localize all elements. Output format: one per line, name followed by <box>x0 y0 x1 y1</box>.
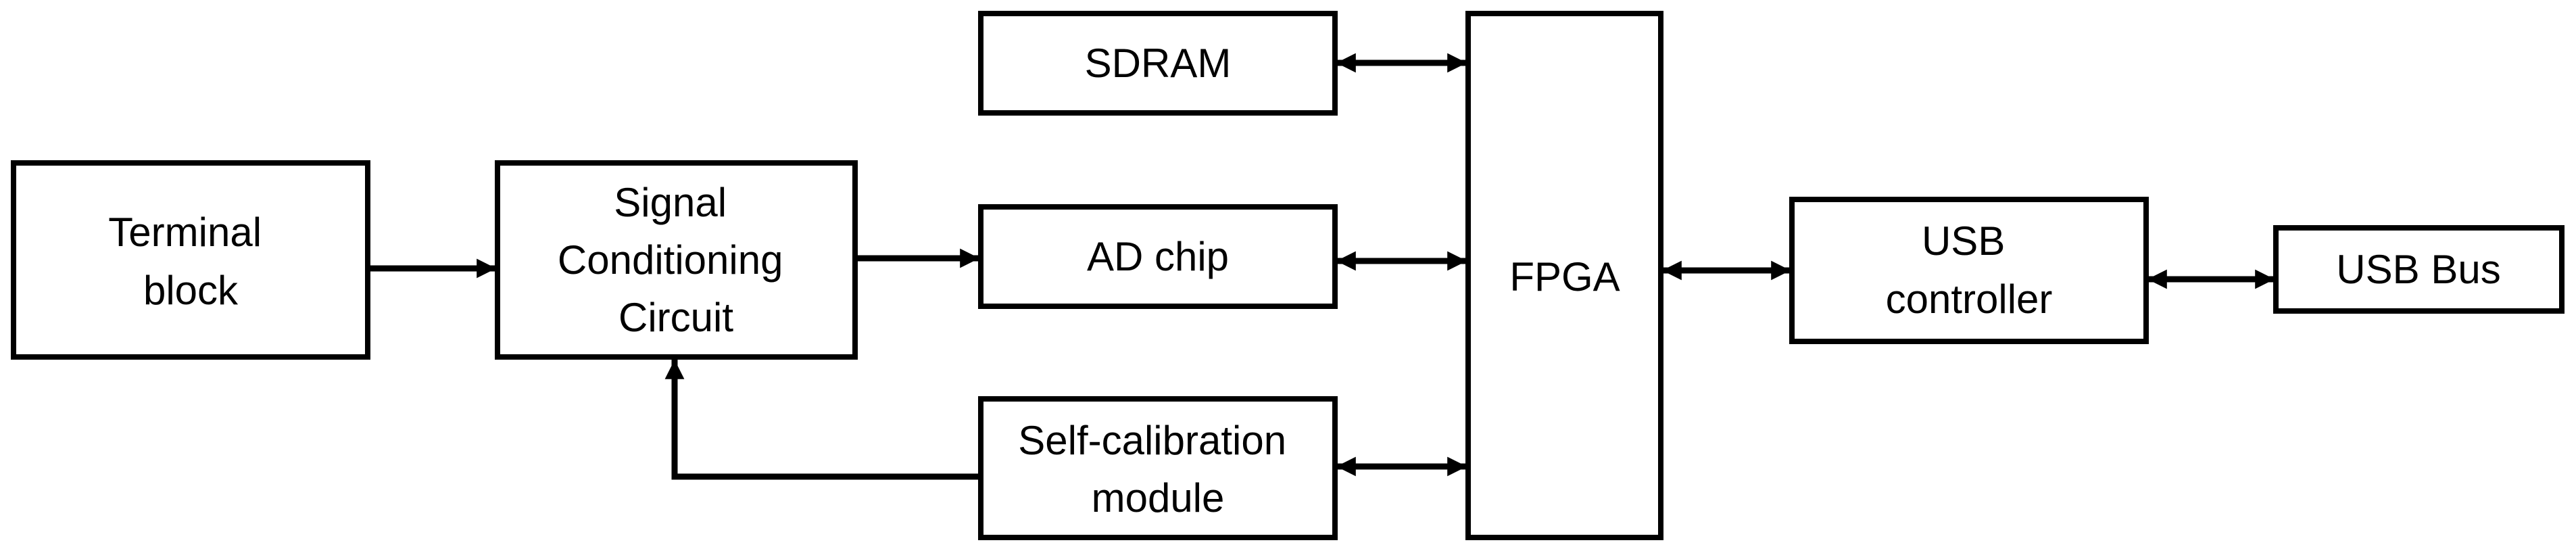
terminal-block-node: Terminal block <box>11 160 370 360</box>
self-calibration-label: Self-calibration module <box>1018 418 1298 521</box>
fpga-label: FPGA <box>1509 254 1620 300</box>
usb-bus-label: USB Bus <box>2336 247 2500 292</box>
ad-chip-label: AD chip <box>1087 234 1229 279</box>
usb-controller-node: USB controller <box>1789 197 2149 344</box>
fpga-node: FPGA <box>1465 11 1663 540</box>
arrow-self-calibration-to-conditioning <box>664 360 981 480</box>
terminal-block-label: Terminal block <box>108 210 272 313</box>
ad-chip-node: AD chip <box>978 204 1338 309</box>
self-calibration-node: Self-calibration module <box>978 396 1338 540</box>
sdram-label: SDRAM <box>1085 41 1232 86</box>
signal-conditioning-label: Signal Conditioning Circuit <box>558 180 794 340</box>
usb-controller-label: USB controller <box>1886 218 2053 322</box>
usb-bus-node: USB Bus <box>2273 225 2565 314</box>
signal-conditioning-node: Signal Conditioning Circuit <box>495 160 858 360</box>
sdram-node: SDRAM <box>978 11 1338 116</box>
